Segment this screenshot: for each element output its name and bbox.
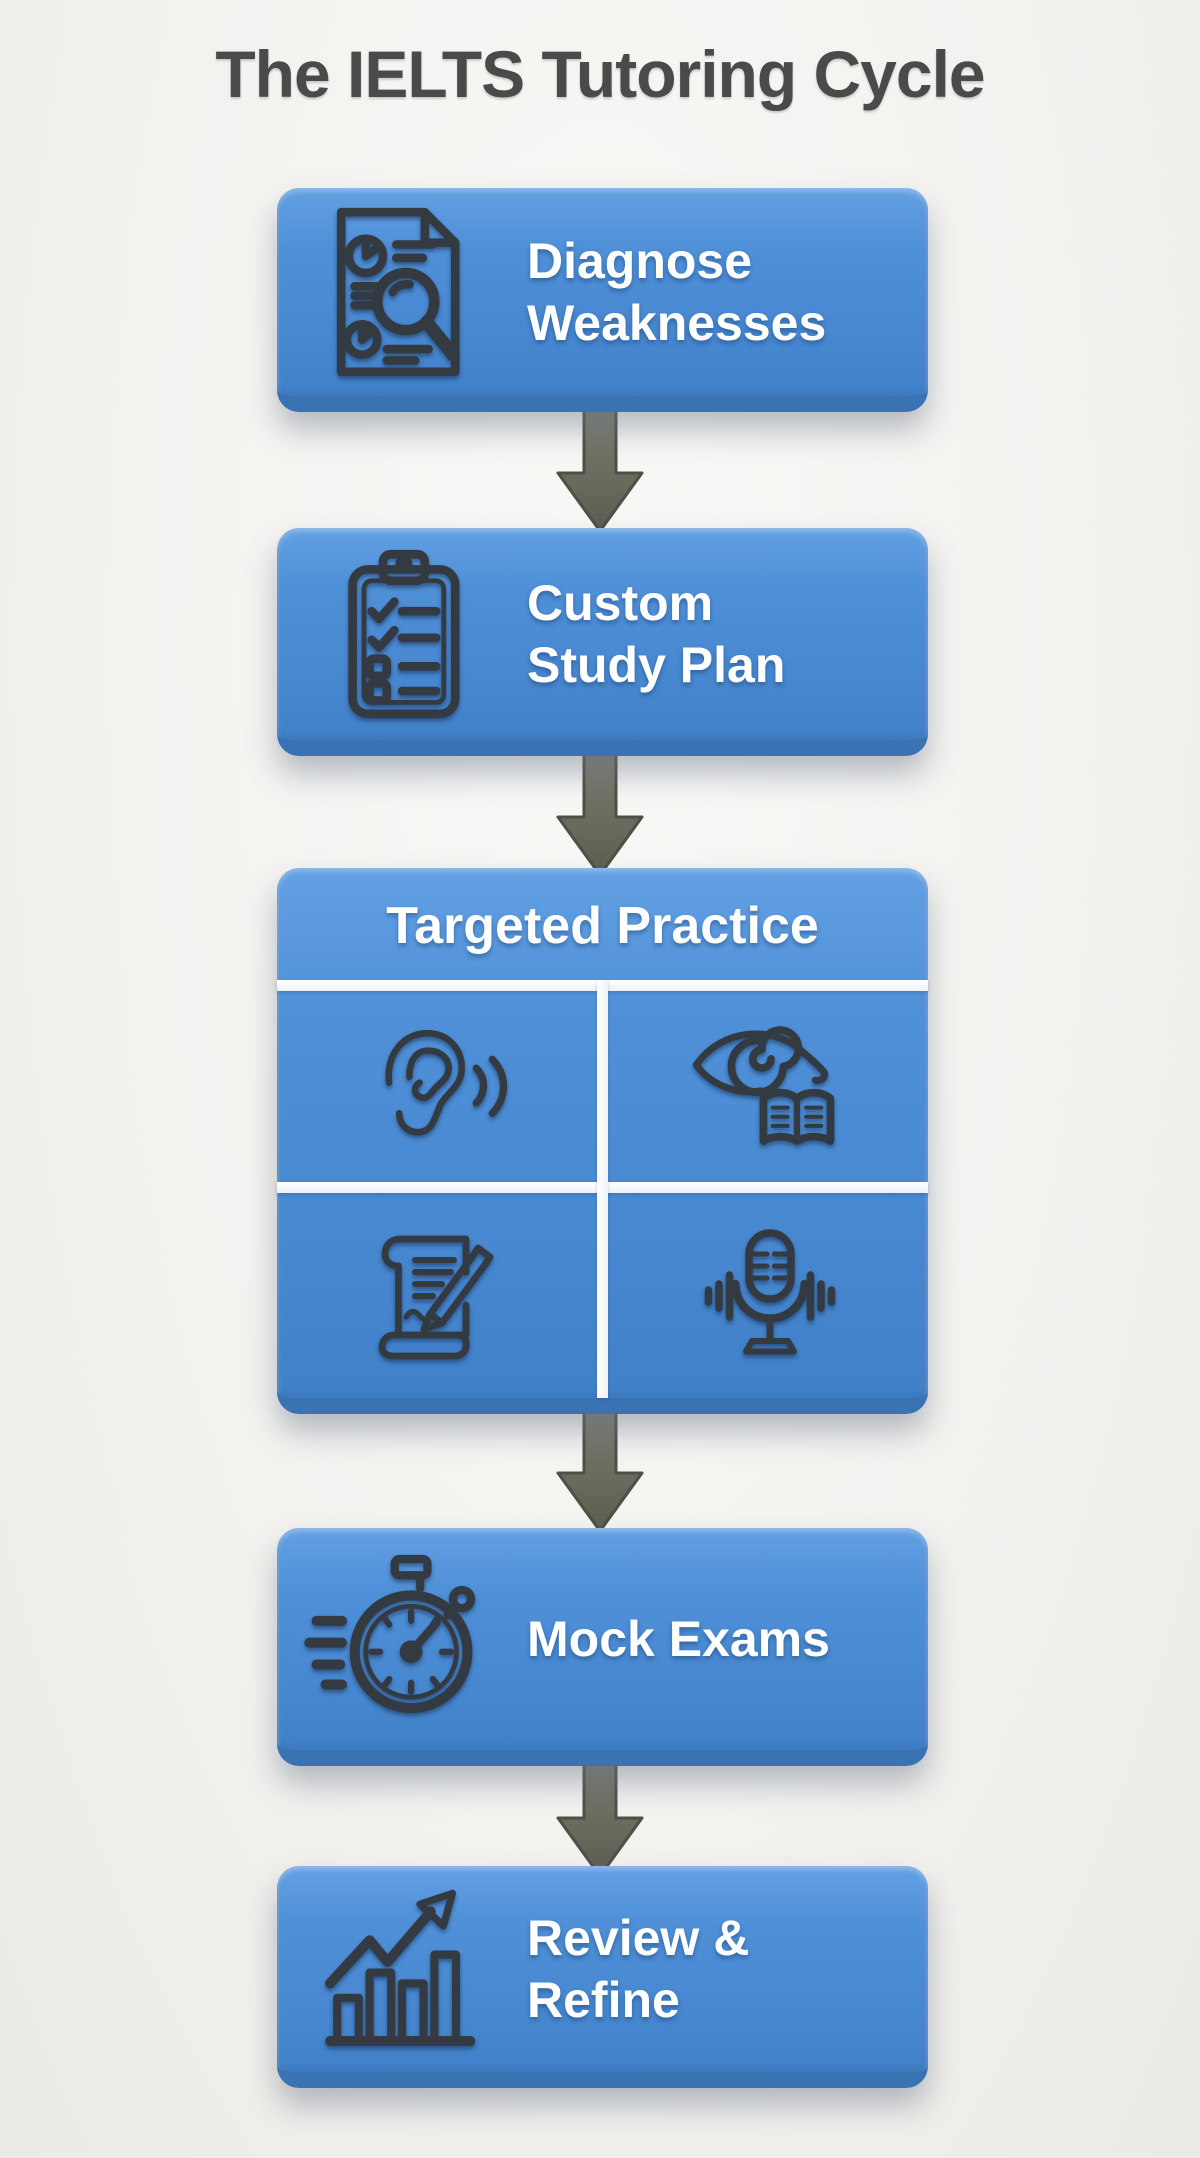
- step-label: Mock Exams: [527, 1611, 830, 1667]
- step-custom-study-plan: Custom Study Plan: [277, 528, 928, 756]
- step-targeted-practice: Targeted Practice: [277, 868, 928, 1414]
- listening-cell: [277, 991, 597, 1182]
- clipboard-plan-icon: [277, 539, 527, 729]
- speaking-cell: [608, 1193, 928, 1398]
- step-label: Review & Refine: [527, 1910, 750, 2028]
- step-label: Diagnose Weaknesses: [527, 233, 827, 351]
- down-arrow-icon: [556, 405, 644, 533]
- microphone-speaking-icon: [704, 1228, 835, 1354]
- reading-cell: [608, 991, 928, 1182]
- step-label: Custom Study Plan: [527, 575, 786, 693]
- ear-listening-icon: [385, 1029, 508, 1135]
- pen-writing-icon: [378, 1235, 493, 1359]
- divider-vertical: [597, 980, 608, 1398]
- stopwatch-icon: [277, 1544, 527, 1734]
- writing-cell: [277, 1193, 597, 1398]
- step-mock-exams: Mock Exams: [277, 1528, 928, 1766]
- step-diagnose-weaknesses: Diagnose Weaknesses: [277, 188, 928, 412]
- eye-reading-icon: [692, 1025, 835, 1145]
- step-review-refine: Review & Refine: [277, 1866, 928, 2088]
- growth-chart-icon: [277, 1879, 527, 2059]
- step-label: Targeted Practice: [386, 897, 819, 955]
- report-analysis-icon: [277, 197, 527, 387]
- down-arrow-icon: [556, 749, 644, 877]
- down-arrow-icon: [556, 1752, 644, 1878]
- page-title: The IELTS Tutoring Cycle: [215, 37, 985, 111]
- down-arrow-icon: [556, 1405, 644, 1533]
